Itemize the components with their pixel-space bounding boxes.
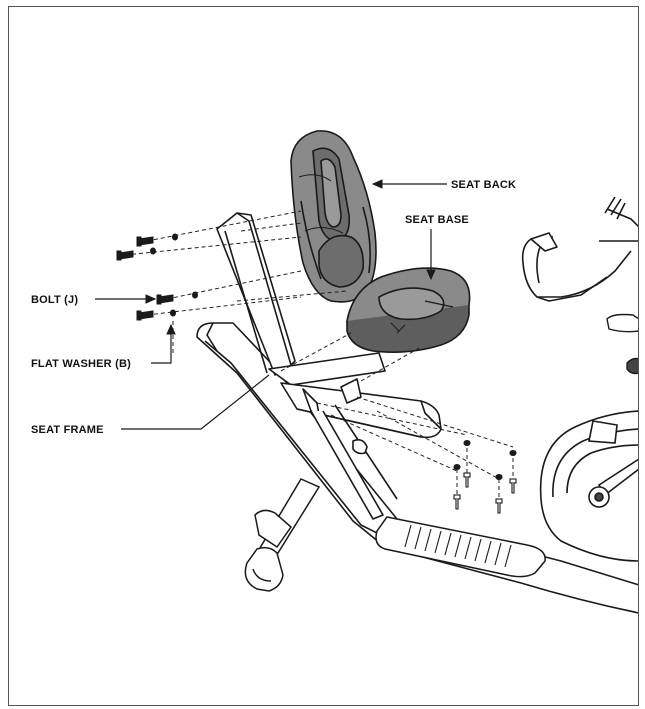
assembly-diagram: SEAT BACK SEAT BASE BOLT (J) FLAT WASHER… [31,130,638,614]
drive-housing [539,410,638,562]
console-bracket [606,313,638,375]
seat-frame-label: SEAT FRAME [31,424,104,436]
bolt-set-under-seat [453,439,517,514]
callout-leaders [95,179,447,430]
stabilizer-foot [375,516,546,578]
seat-back-cushion [290,130,377,303]
bolt-label: BOLT (J) [31,294,78,306]
flat-washer-leader [151,323,176,364]
seat-frame-leader [121,374,270,430]
bolt-set-left [116,233,198,321]
flat-washer-label: FLAT WASHER (B) [31,358,131,370]
foot-grip-ridges [404,524,512,568]
seat-base-cushion [346,267,471,353]
diagram-frame: SEAT BACK SEAT BASE BOLT (J) FLAT WASHER… [8,6,639,706]
seat-frame [216,212,442,520]
seat-base-label: SEAT BASE [405,214,469,226]
pedal-arm [244,478,321,592]
handlebar-assembly [521,196,638,302]
seat-back-label: SEAT BACK [451,179,516,191]
